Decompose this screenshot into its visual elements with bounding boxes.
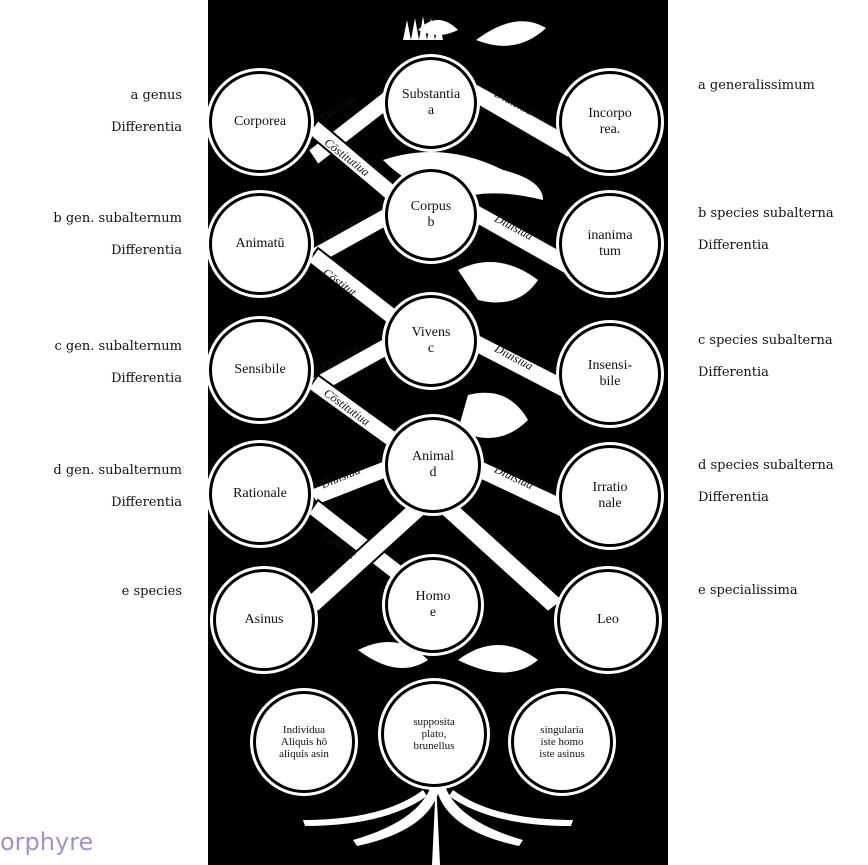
root [437, 780, 523, 846]
root [353, 780, 439, 846]
porphyrian-tree: Diuisiua Diuisiua Cōstitutiua Diuisiua D… [208, 0, 668, 865]
footer-caption: orphyre [0, 828, 94, 856]
node-animatu: Animatū [212, 196, 308, 292]
root [449, 790, 573, 826]
root [303, 790, 427, 826]
band-shape [458, 78, 580, 160]
left-label-e: e species [121, 584, 182, 599]
leaf-ornament [458, 645, 538, 673]
leaf-ornament [458, 262, 538, 303]
node-rationale: Rationale [212, 446, 308, 542]
root [432, 780, 440, 865]
node-leo: Leo [560, 572, 656, 668]
right-label-e: e specialissima [698, 583, 798, 598]
crown-ornament [403, 16, 443, 40]
leaf-ornament [383, 152, 543, 200]
node-asinus: Asinus [216, 572, 312, 668]
right-label-a: a generalissimum [698, 78, 815, 93]
node-sensibile: Sensibile [212, 322, 308, 418]
tree-connectors [301, 16, 580, 865]
leaf-ornament [358, 642, 428, 668]
leaf-ornament [458, 392, 528, 438]
fish-ornament [476, 21, 546, 46]
node-insensibile: Insensi-bile [562, 326, 658, 422]
node-corporea: Corporea [212, 74, 308, 170]
